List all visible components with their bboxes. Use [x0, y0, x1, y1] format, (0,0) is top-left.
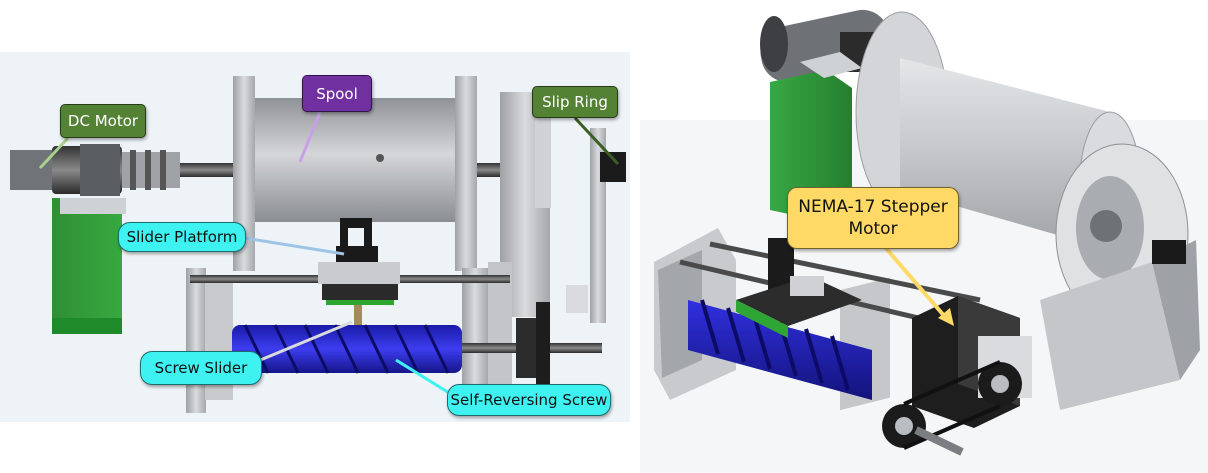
right-flange: [455, 76, 477, 271]
label-dc-motor: DC Motor: [60, 104, 146, 138]
slider-platform: [318, 218, 400, 305]
isometric-view-drawing: [640, 9, 1208, 473]
label-slip-ring: Slip Ring: [532, 86, 618, 118]
stepper-callout-arrowhead: [938, 308, 954, 326]
label-spool: Spool: [302, 75, 372, 112]
dc-motor: [10, 144, 180, 196]
slider-platform: [736, 238, 862, 338]
spool-hole: [376, 154, 384, 162]
label-self-reversing-screw: Self-Reversing Screw: [447, 384, 611, 416]
motor-mount-block: [52, 198, 126, 334]
spool-cylinder: [255, 98, 455, 222]
isometric-view-panel: NEMA-17 Stepper Motor: [640, 0, 1208, 473]
slip-ring-assembly: [500, 92, 626, 323]
label-nema-stepper: NEMA-17 Stepper Motor: [787, 187, 959, 249]
callout-arrows: [38, 111, 620, 398]
drive-gear: [516, 302, 550, 396]
motor-mount-block: [770, 52, 862, 222]
label-screw-slider: Screw Slider: [140, 351, 262, 385]
side-view-panel: DC Motor Spool Slip Ring Slider Platform…: [0, 52, 630, 422]
self-reversing-screw: [688, 299, 872, 400]
side-view-drawing: [0, 52, 630, 422]
label-slider-platform: Slider Platform: [118, 222, 246, 252]
belt-drive: [882, 360, 1022, 456]
bearing-stand: [1040, 143, 1200, 410]
